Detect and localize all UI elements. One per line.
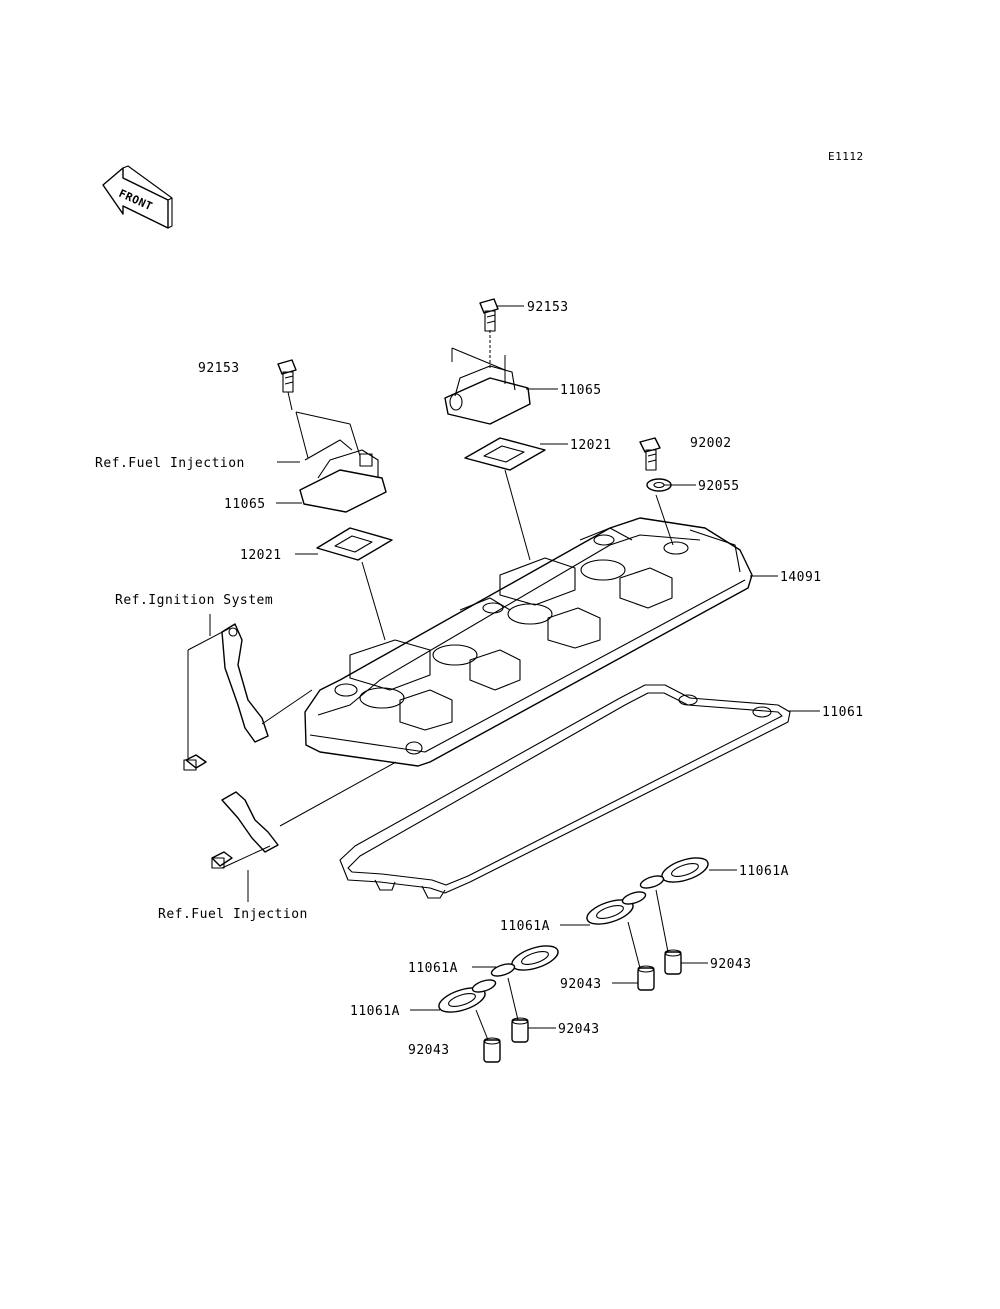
label-dowel-3: 92043 (558, 1022, 600, 1037)
ignition-bracket-part (183, 623, 269, 771)
label-ref-fuel-top: Ref.Fuel Injection (95, 456, 245, 471)
label-gasket-a-2: 11061A (500, 919, 550, 934)
bolt-92153-left (277, 359, 297, 393)
plug-hole-gasket-top (464, 437, 546, 471)
label-ref-fuel-bottom: Ref.Fuel Injection (158, 907, 308, 922)
plug-hole-cover-top (444, 365, 531, 425)
label-gasket-a-3: 11061A (408, 961, 458, 976)
label-bolt-top: 92153 (527, 300, 569, 315)
label-head-cover: 14091 (780, 570, 822, 585)
plug-hole-cover-left (299, 439, 387, 513)
front-arrow-icon: FRONT (102, 165, 173, 229)
fuel-bracket-part (211, 791, 279, 869)
bolt-92002 (639, 437, 661, 471)
label-dowel-1: 92043 (710, 957, 752, 972)
label-head-gasket: 11061 (822, 705, 864, 720)
label-gasket-a-4: 11061A (350, 1004, 400, 1019)
bolt-92153-top (479, 298, 499, 332)
diagram-code: E1112 (828, 150, 864, 163)
washer-92055 (646, 478, 672, 492)
label-gasket-left: 12021 (240, 548, 282, 563)
plug-gasket-set-right (586, 857, 709, 991)
label-washer-right: 92055 (698, 479, 740, 494)
plug-hole-gasket-left (316, 527, 393, 561)
label-bolt-left: 92153 (198, 361, 240, 376)
label-dowel-4: 92043 (408, 1043, 450, 1058)
label-gasket-a-1: 11061A (739, 864, 789, 879)
head-cover-part (304, 517, 753, 767)
plug-gasket-set-left (438, 945, 559, 1063)
label-gasket-top: 12021 (570, 438, 612, 453)
label-cover-top: 11065 (560, 383, 602, 398)
label-dowel-2: 92043 (560, 977, 602, 992)
head-gasket-part (339, 684, 791, 899)
leader-lines (187, 305, 820, 1041)
label-cover-left: 11065 (224, 497, 266, 512)
label-ref-ignition: Ref.Ignition System (115, 593, 273, 608)
label-bolt-right: 92002 (690, 436, 732, 451)
